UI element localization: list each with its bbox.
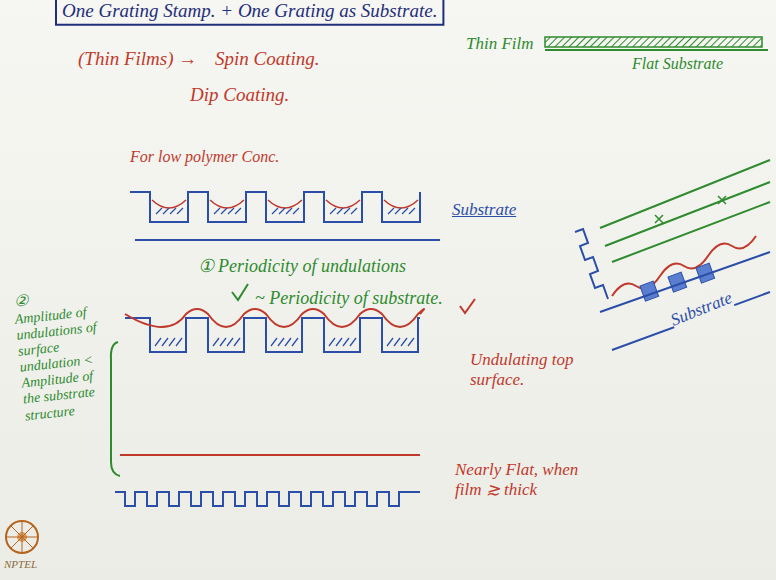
topic-note: (Thin Films) →: [78, 48, 197, 70]
method: Dip Coating.: [190, 84, 289, 106]
bracket: [111, 342, 120, 476]
polymer-hatch: [387, 338, 393, 346]
polymer-hatch: [336, 338, 342, 346]
meniscus: [152, 200, 186, 208]
polymer-hatch: [169, 338, 175, 346]
part-name: Flat Substrate: [632, 55, 723, 73]
polymer-hatch: [395, 208, 401, 214]
polymer-hatch: [227, 338, 233, 346]
polymer-hatch: [351, 208, 357, 214]
grating-profile: [115, 492, 420, 506]
polymer-hatch: [388, 208, 394, 214]
polymer-hatch: [278, 338, 284, 346]
polymer-hatch: [156, 208, 162, 214]
title-box: [56, 0, 443, 25]
polymer-hatch: [221, 208, 227, 214]
polymer-hatch: [402, 208, 408, 214]
polymer-hatch: [170, 208, 176, 214]
undulating-film: [125, 309, 424, 327]
note: Nearly Flat, when film ≳ thick: [455, 460, 605, 499]
perspective-sketch: [575, 160, 770, 350]
polymer-hatch: [177, 208, 183, 214]
nptel-logo: [6, 521, 38, 553]
observation: Periodicity of undulations: [218, 256, 406, 277]
polymer-hatch: [408, 338, 414, 346]
polymer-hatch: [271, 338, 277, 346]
callout-number: ①: [198, 256, 214, 277]
polymer-hatch: [213, 338, 219, 346]
polymer-hatch: [337, 208, 343, 214]
part-name: Thin Film: [466, 34, 534, 54]
watermark: NPTEL: [4, 558, 37, 571]
polymer-hatch: [214, 208, 220, 214]
polymer-hatch: [176, 338, 182, 346]
title: One Grating Stamp. + One Grating as Subs…: [62, 0, 437, 22]
polymer-hatch: [292, 338, 298, 346]
observation: Amplitude of undulations of surface undu…: [14, 302, 117, 424]
flat-substrate-line: [545, 49, 768, 51]
thin-film: [545, 37, 762, 47]
meniscus: [210, 200, 244, 208]
grating-profile: [130, 192, 420, 222]
polymer-hatch: [162, 338, 168, 346]
polymer-hatch: [401, 338, 407, 346]
polymer-hatch: [228, 208, 234, 214]
note: For low polymer Conc.: [130, 148, 279, 166]
polymer-hatch: [163, 208, 169, 214]
polymer-hatch: [155, 338, 161, 346]
polymer-hatch: [344, 208, 350, 214]
polymer-hatch: [286, 208, 292, 214]
observation: ~ Periodicity of substrate.: [255, 288, 443, 309]
polymer-hatch: [234, 338, 240, 346]
polymer-hatch: [279, 208, 285, 214]
check-mark: [232, 284, 248, 300]
part-name: Substrate: [668, 288, 735, 330]
meniscus: [384, 200, 418, 208]
polymer-hatch: [220, 338, 226, 346]
meniscus: [326, 200, 360, 208]
method: Spin Coating.: [215, 48, 320, 70]
polymer-hatch: [285, 338, 291, 346]
polymer-hatch: [330, 208, 336, 214]
polymer-hatch: [350, 338, 356, 346]
meniscus: [268, 200, 302, 208]
polymer-hatch: [272, 208, 278, 214]
polymer-hatch: [293, 208, 299, 214]
polymer-hatch: [343, 338, 349, 346]
callout-number: ②: [14, 292, 28, 310]
grating-profile: [125, 318, 420, 352]
polymer-hatch: [409, 208, 415, 214]
polymer-hatch: [394, 338, 400, 346]
part-name: Substrate: [452, 200, 516, 220]
substrate-base: [135, 239, 440, 241]
check-mark: [460, 299, 475, 313]
flat-film: [120, 454, 420, 456]
polymer-hatch: [329, 338, 335, 346]
polymer-hatch: [235, 208, 241, 214]
note: Undulating top surface.: [470, 350, 600, 389]
